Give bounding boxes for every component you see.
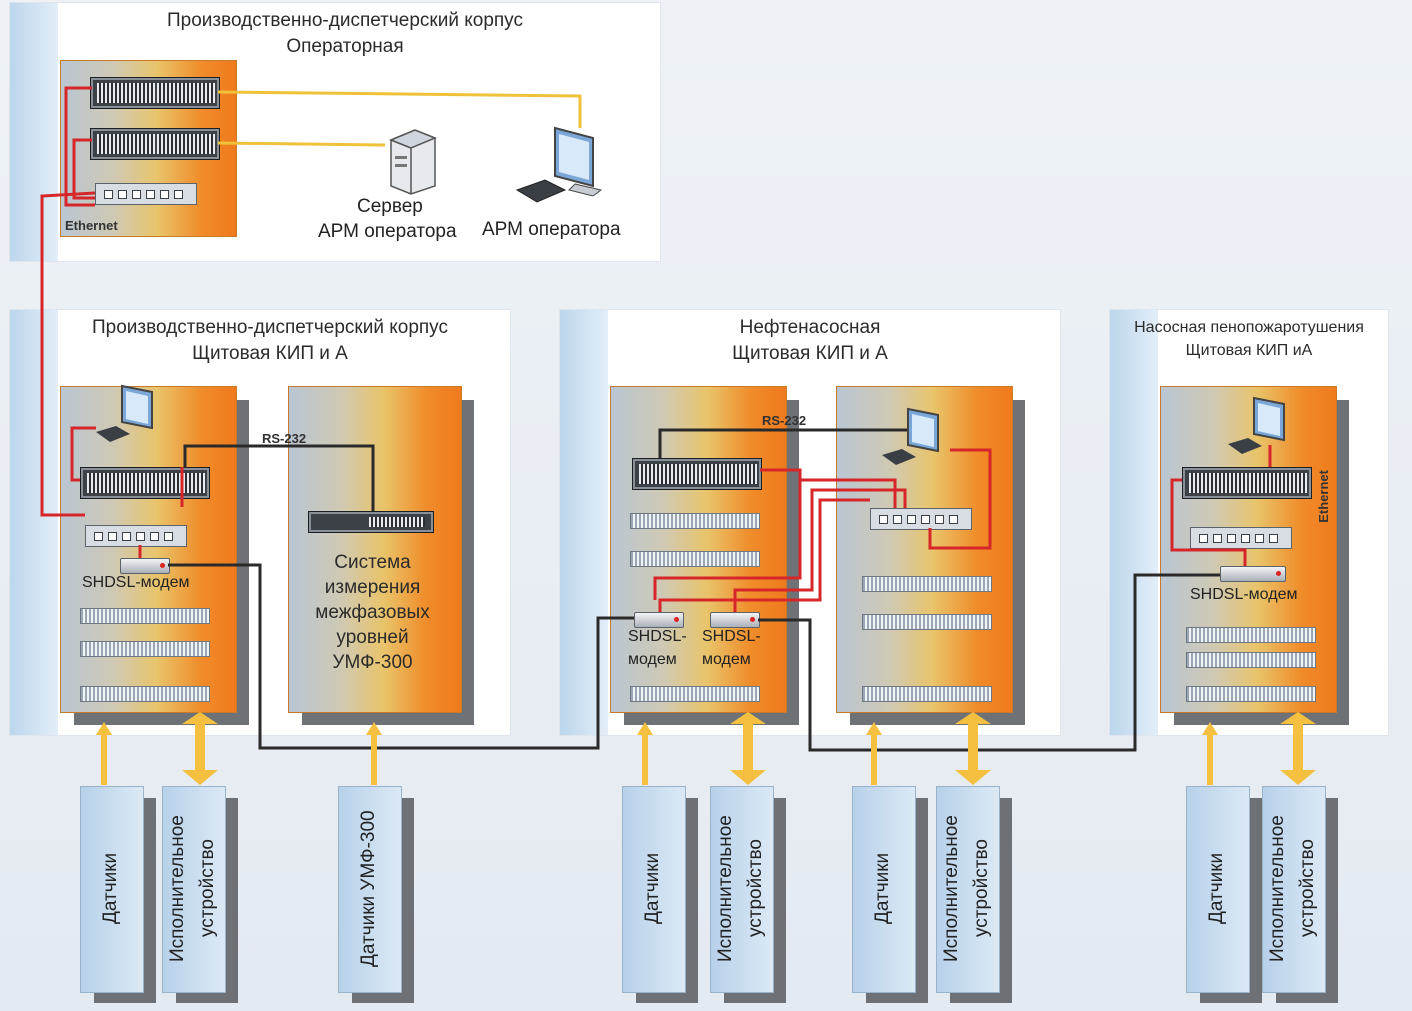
arrow-both: [1280, 712, 1316, 785]
server-rack: [632, 458, 762, 490]
arrow-up: [637, 722, 653, 785]
workstation-icon: [515, 126, 603, 203]
ethernet-label: Ethernet: [65, 218, 118, 233]
system-line: уровней: [336, 627, 409, 648]
rs232-label: RS-232: [262, 431, 307, 446]
ethernet-switch: [870, 508, 972, 530]
shdsl-modem: [120, 558, 170, 574]
field-label: Датчики: [642, 852, 663, 925]
zone-subtitle: Операторная: [286, 36, 404, 57]
field-label: Исполнительное: [941, 815, 962, 962]
ethernet-wire: [653, 468, 802, 600]
monitor-icon: [882, 407, 939, 465]
rs232-label: RS-232: [762, 413, 807, 428]
field-label: Датчики: [100, 852, 121, 925]
ethernet-uplink-wire: [40, 191, 96, 517]
shdsl-line: [168, 563, 634, 750]
ethernet-wire: [72, 138, 95, 200]
field-label: Исполнительное: [1267, 815, 1288, 962]
zone-subtitle: Щитовая КИП и А: [732, 343, 888, 364]
arrow-both: [730, 712, 766, 785]
zone-title: Производственно-диспетчерский корпус: [167, 10, 523, 31]
server-rack: [80, 467, 210, 499]
field-label: устройство: [745, 839, 766, 938]
optic-wire-workstation: [217, 90, 582, 128]
field-label: Датчики: [872, 852, 893, 925]
field-label: Исполнительное: [715, 815, 736, 962]
monitor-icon: [1228, 396, 1285, 454]
arrow-up: [866, 722, 882, 785]
zone-title: Нефтенасосная: [739, 317, 881, 338]
ethernet-wire: [658, 498, 870, 612]
terminal-block: [862, 686, 992, 702]
ethernet-wire: [928, 448, 992, 550]
zone-title: Производственно-диспетчерский корпус: [92, 317, 448, 338]
system-name: Система измерения межфазовых уровней УМФ…: [290, 550, 455, 675]
modem-label: SHDSL-: [702, 628, 761, 645]
arrow-both: [955, 712, 991, 785]
terminal-block: [80, 641, 210, 657]
ethernet-wire: [1170, 478, 1247, 566]
ethernet-wire: [800, 478, 897, 508]
system-line: УМФ-300: [332, 652, 413, 673]
terminal-block: [80, 608, 210, 624]
zone-title: Насосная пенопожаротушения: [1134, 319, 1364, 336]
field-label: устройство: [197, 839, 218, 938]
terminal-block: [1186, 627, 1316, 643]
arrow-up: [1202, 722, 1218, 785]
terminal-block: [1186, 652, 1316, 668]
terminal-block: [80, 686, 210, 702]
server-label: АРМ оператора: [318, 221, 457, 242]
server-label: Сервер: [357, 196, 423, 217]
terminal-block: [630, 513, 760, 529]
system-line: межфазовых: [315, 602, 430, 623]
arrow-up: [366, 722, 382, 785]
server-rack: [1182, 467, 1312, 499]
modem-label: SHDSL-модем: [82, 574, 190, 591]
field-label: Исполнительное: [167, 815, 188, 962]
arrow-both: [182, 712, 218, 785]
ethernet-wire: [733, 488, 907, 612]
workstation-label: АРМ оператора: [482, 219, 621, 240]
terminal-block: [630, 686, 760, 702]
signal-arrows: [96, 712, 1316, 785]
ethernet-wire: [70, 426, 96, 482]
modem-label: SHDSL-модем: [1190, 586, 1298, 603]
ethernet-switch: [1190, 527, 1292, 549]
shdsl-modem: [1220, 566, 1286, 582]
shdsl-modem: [634, 612, 684, 628]
arrow-up: [96, 722, 112, 785]
zone-subtitle: Щитовая КИП и А: [192, 343, 348, 364]
rs232-wire: [183, 444, 375, 511]
server-rack: [90, 77, 220, 109]
monitor-icon: [96, 384, 153, 442]
terminal-block: [862, 576, 992, 592]
modem-label: модем: [702, 651, 751, 668]
umf300-unit: [308, 511, 434, 533]
optic-wire-server: [217, 141, 386, 147]
ethernet-switch: [85, 525, 187, 547]
ethernet-wire: [64, 86, 95, 207]
modem-label: модем: [628, 651, 677, 668]
field-label: Датчики: [1206, 852, 1227, 925]
terminal-block: [630, 551, 760, 567]
system-line: измерения: [324, 577, 421, 598]
zone-subtitle: Щитовая КИП иА: [1185, 342, 1313, 359]
terminal-block: [862, 614, 992, 630]
ethernet-switch: [95, 183, 197, 205]
field-label: Датчики УМФ-300: [358, 810, 379, 967]
modem-label: SHDSL-: [628, 628, 687, 645]
system-line: Система: [334, 552, 411, 573]
server-icon: [389, 129, 437, 195]
terminal-block: [1186, 686, 1316, 702]
rs232-wire: [658, 428, 917, 458]
server-rack: [90, 128, 220, 160]
field-label: устройство: [971, 839, 992, 938]
field-label: устройство: [1297, 839, 1318, 938]
